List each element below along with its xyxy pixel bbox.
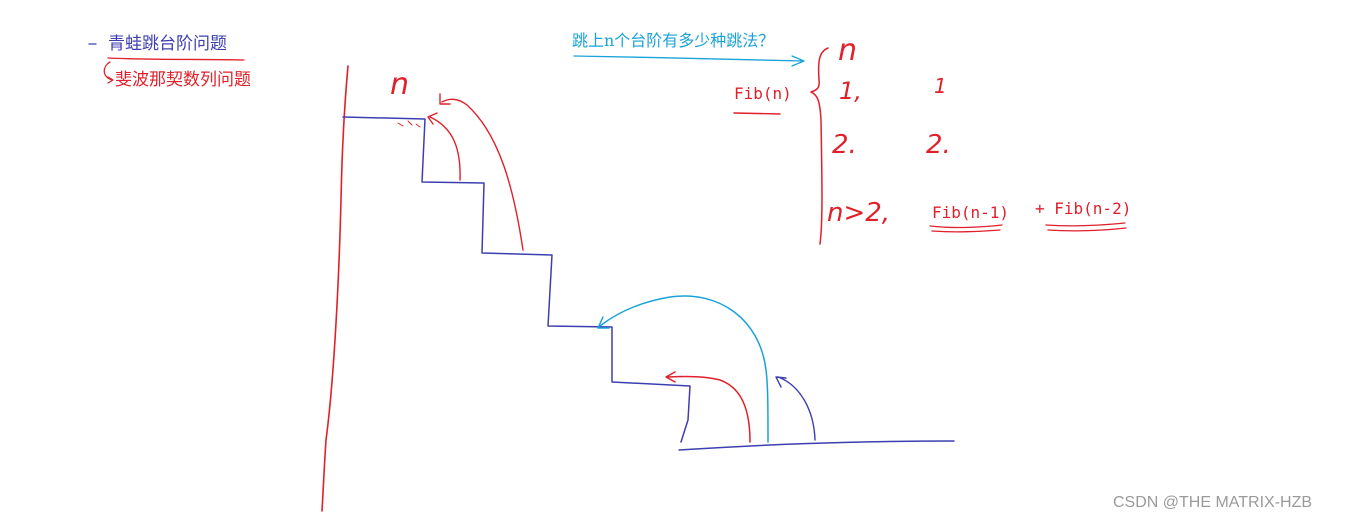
title-link-arrow xyxy=(103,61,114,84)
jump-arrow-two-steps xyxy=(597,295,769,443)
stair-top-label: n xyxy=(390,67,410,102)
title-underline xyxy=(107,57,245,61)
jump-arrow-top-1 xyxy=(427,112,461,181)
formula-fib-n: Fib(n) xyxy=(734,84,792,103)
fib-n1-underline xyxy=(929,224,1003,233)
cases-brace xyxy=(810,47,829,245)
subtitle-fibonacci-problem: 斐波那契数列问题 xyxy=(115,70,251,90)
question-text: 跳上n个台阶有多少种跳法？ xyxy=(572,31,775,50)
jump-arrow-ground xyxy=(775,376,816,441)
case-3-label: n>2, xyxy=(827,198,891,228)
staircase-line xyxy=(342,116,691,443)
case-1-value: 1 xyxy=(934,74,947,98)
fib-n2-underline xyxy=(1045,222,1127,232)
case-2-label: 2. xyxy=(832,130,857,160)
case-1-label: 1, xyxy=(839,77,862,105)
jump-arrow-one-step xyxy=(665,371,751,443)
watermark: CSDN @THE MATRIX-HZB xyxy=(1113,494,1313,511)
case-header-n: n xyxy=(838,33,858,68)
formula-fib-n-minus-1: Fib(n-1) xyxy=(932,203,1010,222)
question-arrow xyxy=(573,55,805,67)
ground-line xyxy=(678,440,955,451)
jump-arrow-top-2 xyxy=(439,93,524,251)
fib-n-underline xyxy=(733,112,781,115)
wall-line xyxy=(321,65,349,512)
title-frog-jump-problem: 青蛙跳台阶问题 xyxy=(108,34,227,54)
formula-fib-n-minus-2: + Fib(n-2) xyxy=(1035,199,1132,218)
case-2-value: 2. xyxy=(926,130,951,160)
top-step-scribble xyxy=(397,120,421,128)
